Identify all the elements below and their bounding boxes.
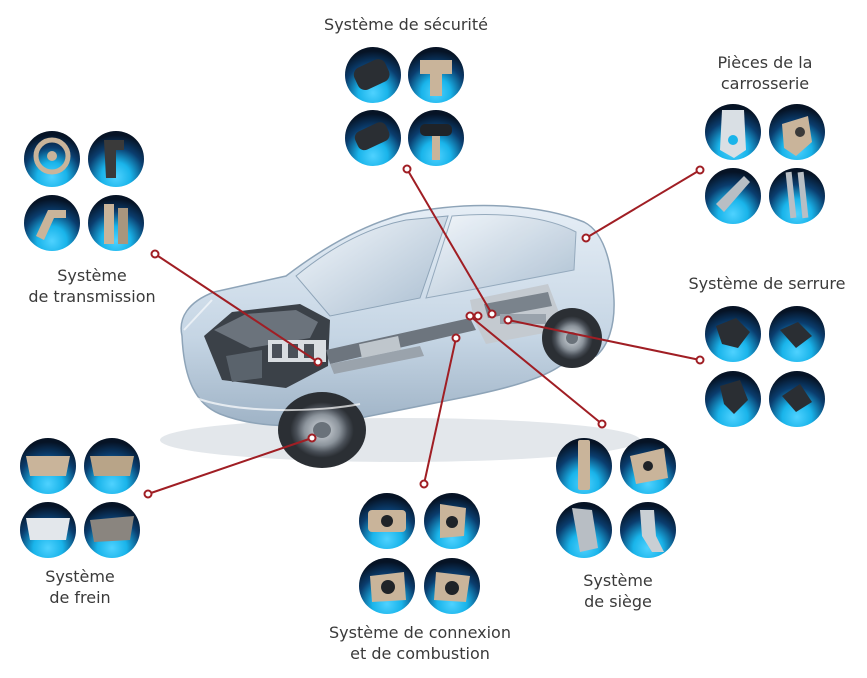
leader-dot: [503, 315, 513, 325]
leader-line-connexion: [423, 337, 457, 485]
leader-dot: [473, 311, 483, 321]
leader-line-siege: [469, 315, 603, 425]
label-systeme-siege: Système de siège: [558, 570, 678, 612]
label-line: Système: [45, 567, 115, 586]
label-systeme-serrure: Système de serrure: [674, 273, 860, 294]
car-side-window: [425, 214, 577, 299]
leader-dot: [313, 357, 323, 367]
leader-dot: [581, 233, 591, 243]
label-line: de transmission: [28, 287, 156, 306]
icon-group-transmission: [24, 131, 144, 251]
leader-dot: [307, 433, 317, 443]
leader-dot: [695, 355, 705, 365]
leader-dot: [143, 489, 153, 499]
icon-group-carrosserie: [705, 104, 825, 224]
icon-group-serrure: [705, 306, 825, 427]
part-icon: [769, 168, 825, 224]
leader-dot: [150, 249, 160, 259]
icon-group-siege: [556, 438, 676, 558]
car-drivetrain: [326, 284, 560, 374]
label-line: Système de serrure: [688, 274, 846, 293]
leader-line-frein: [147, 437, 313, 495]
part-icon: [88, 195, 144, 251]
car-front-wheel: [278, 392, 366, 468]
icon-group-connexion: [359, 493, 480, 614]
leader-dot: [597, 419, 607, 429]
label-line: et de combustion: [350, 644, 490, 663]
leader-dot: [487, 309, 497, 319]
label-line: de siège: [584, 592, 652, 611]
label-line: carrosserie: [720, 74, 810, 93]
label-systeme-securite: Système de sécurité: [306, 14, 506, 35]
leader-lines: [147, 168, 701, 495]
label-systeme-frein: Système de frein: [20, 566, 140, 608]
part-icon: [24, 195, 80, 251]
icon-group-frein: [20, 438, 140, 558]
icon-group-securite: [345, 47, 464, 166]
leader-line-transmission: [154, 253, 319, 363]
label-line: Système: [583, 571, 653, 590]
car-windshield: [295, 215, 449, 317]
label-line: Système de connexion: [329, 623, 511, 642]
car-rear-wheel: [542, 308, 602, 368]
leader-line-serrure: [507, 319, 701, 361]
label-pieces-carrosserie: Pièces de la carrosserie: [690, 52, 840, 94]
leader-dot: [419, 479, 429, 489]
car-illustration: [160, 204, 640, 468]
label-line: de frein: [49, 588, 111, 607]
leader-line-securite: [406, 168, 493, 315]
label-systeme-connexion-combustion: Système de connexion et de combustion: [310, 622, 530, 664]
leader-dot: [402, 164, 412, 174]
label-line: Système de sécurité: [324, 15, 488, 34]
leader-dots: [143, 164, 705, 499]
label-line: Pièces de la: [717, 53, 813, 72]
leader-dot: [451, 333, 461, 343]
label-systeme-transmission: Système de transmission: [12, 265, 172, 307]
leader-line-carrosserie: [585, 169, 701, 239]
label-line: Système: [57, 266, 127, 285]
leader-dot: [695, 165, 705, 175]
leader-dot: [465, 311, 475, 321]
